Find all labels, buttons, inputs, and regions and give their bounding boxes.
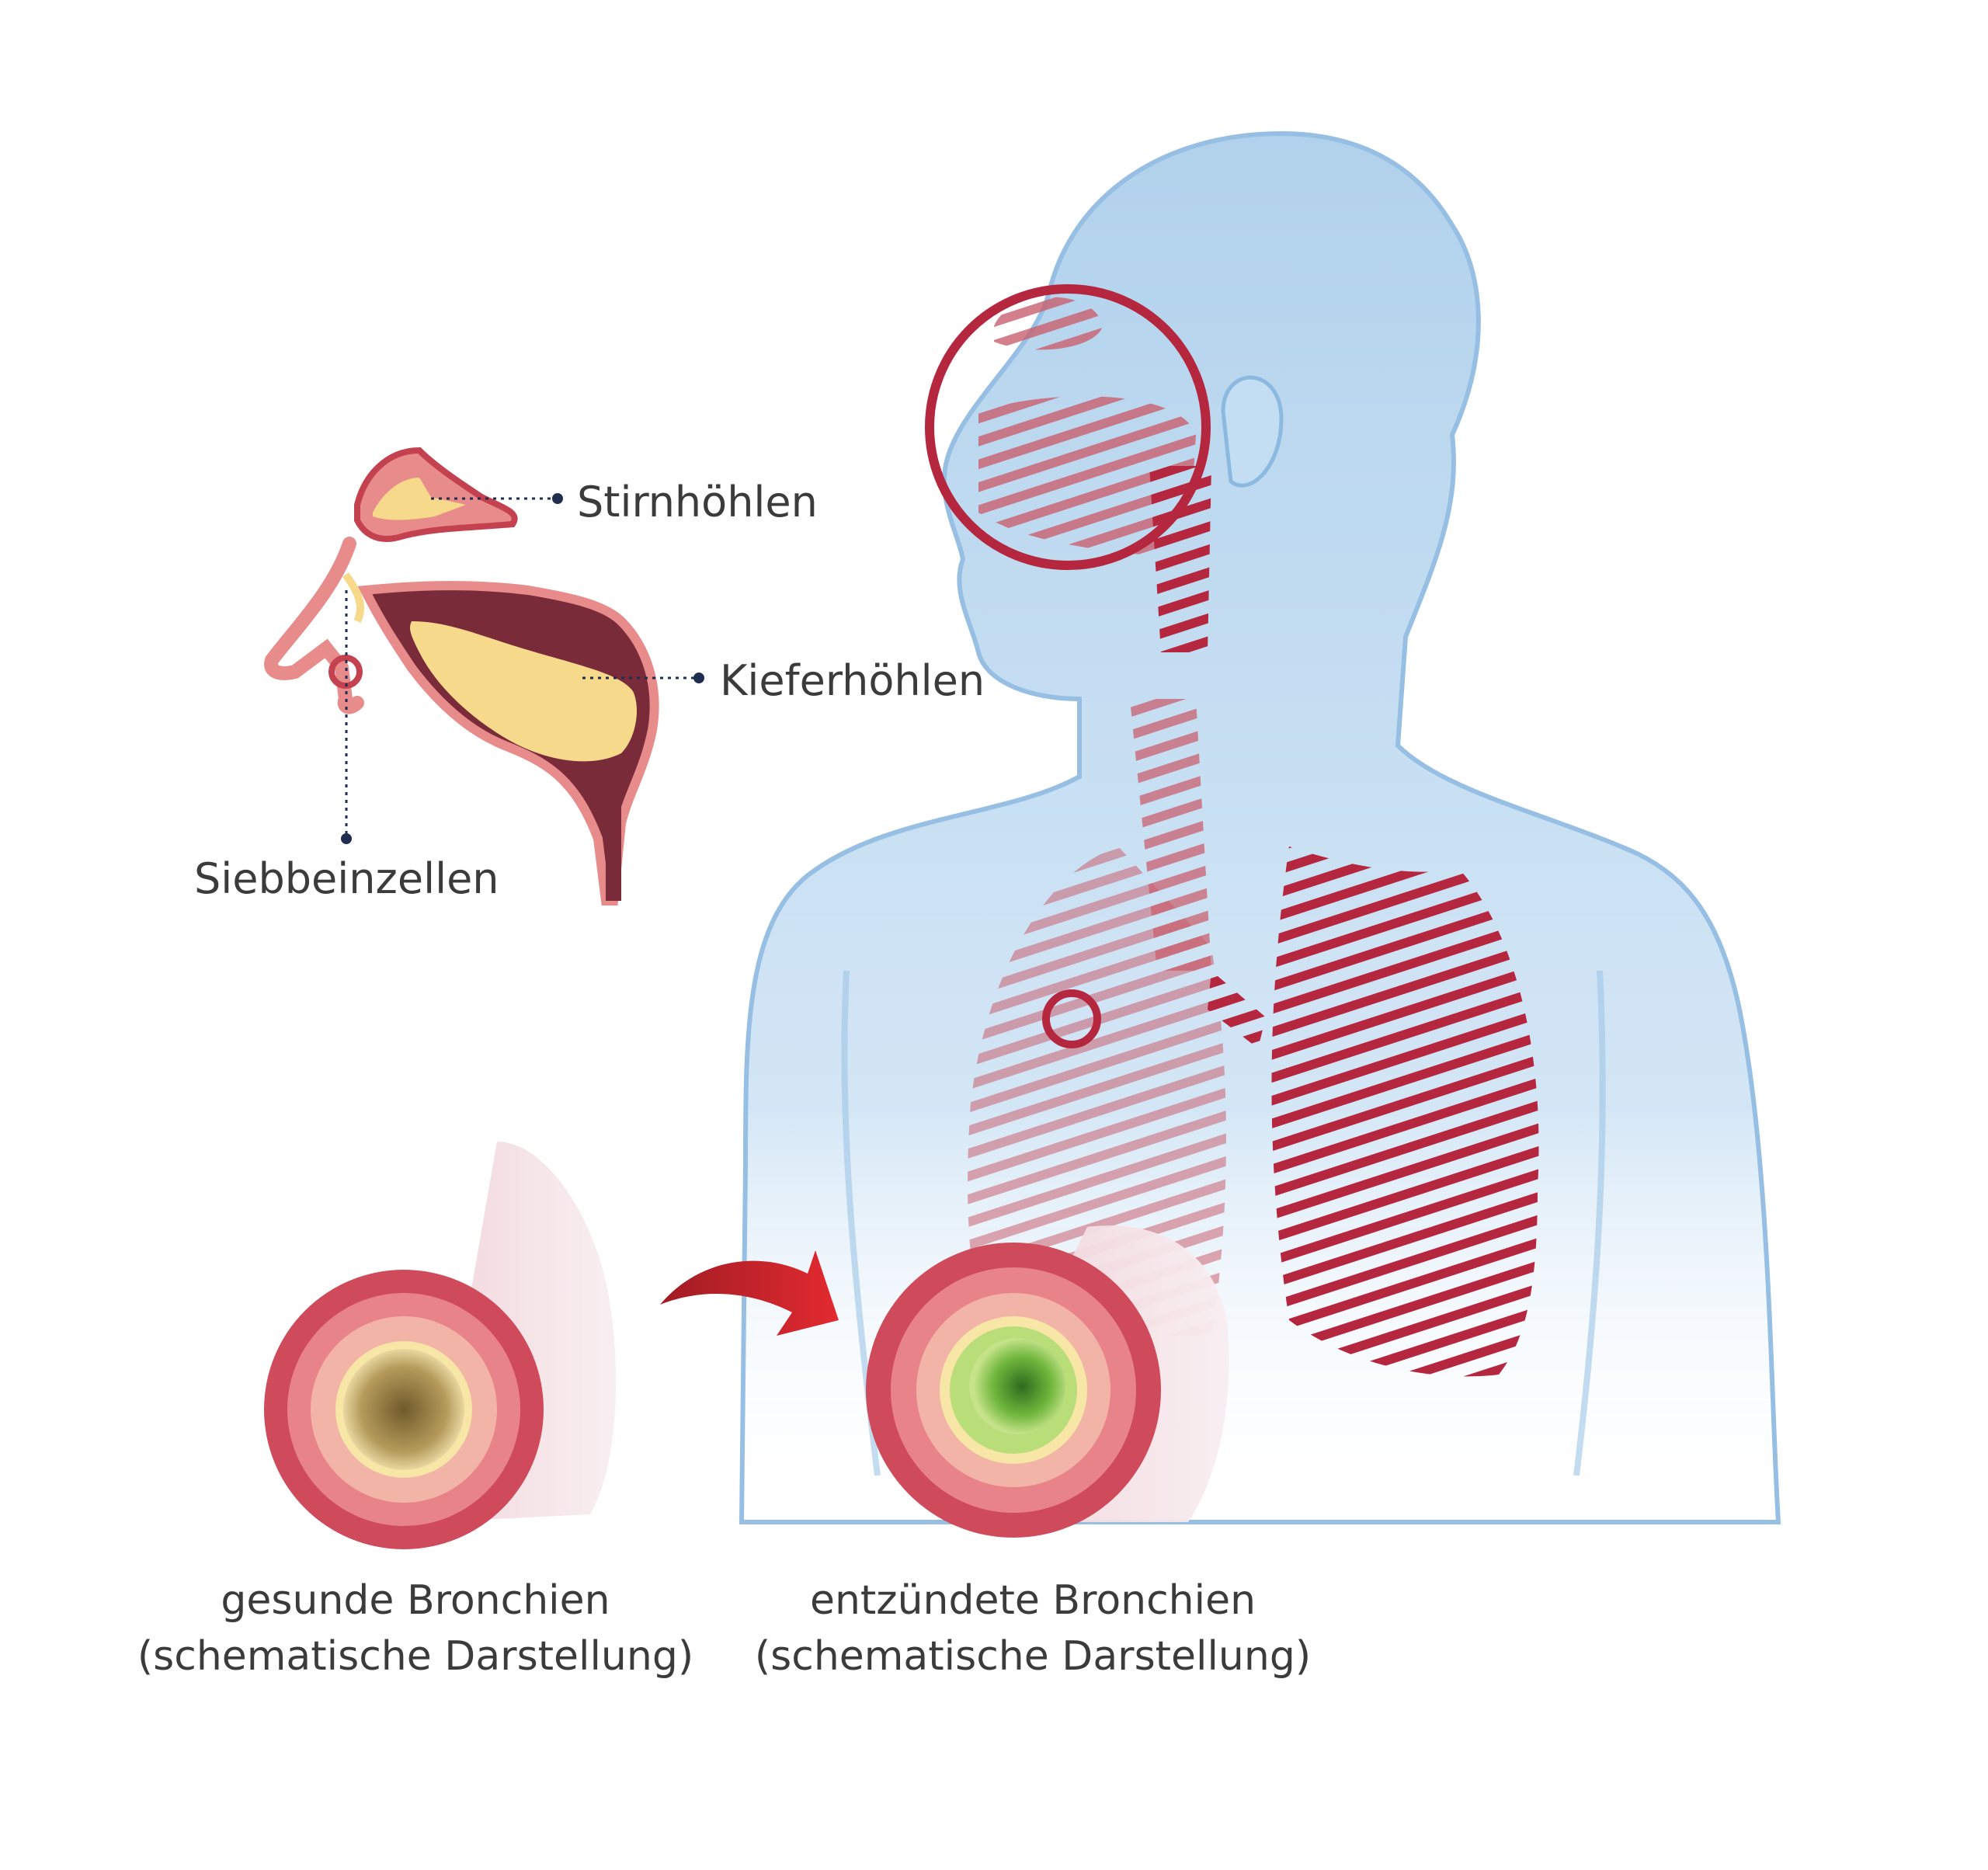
caption-healthy-line1: gesunde Bronchien	[221, 1577, 610, 1624]
healthy-bronchus	[264, 1142, 617, 1549]
lungs-highlight	[968, 297, 1539, 1377]
caption-inflamed-line2: (schematische Darstellung)	[754, 1633, 1312, 1680]
ear-shape	[1221, 375, 1284, 488]
caption-healthy-line2: (schematische Darstellung)	[137, 1633, 694, 1680]
sinus-zoom-circle	[925, 284, 1211, 570]
caption-healthy: gesunde Bronchien (schematische Darstell…	[66, 1573, 765, 1684]
label-stirnhoehlen: Stirnhöhlen	[577, 478, 818, 527]
label-siebbeinzellen: Siebbeinzellen	[194, 854, 499, 903]
label-leaders	[341, 493, 704, 844]
caption-inflamed: entzündete Bronchien (schematische Darst…	[683, 1573, 1382, 1684]
inflamed-bronchus	[866, 1225, 1229, 1538]
sinus-cross-section	[264, 447, 659, 905]
transition-arrow	[660, 1250, 839, 1336]
bronchus-zoom-circle	[1042, 989, 1101, 1048]
label-kieferhoehlen: Kieferhöhlen	[720, 656, 985, 705]
caption-inflamed-line1: entzündete Bronchien	[809, 1577, 1256, 1624]
